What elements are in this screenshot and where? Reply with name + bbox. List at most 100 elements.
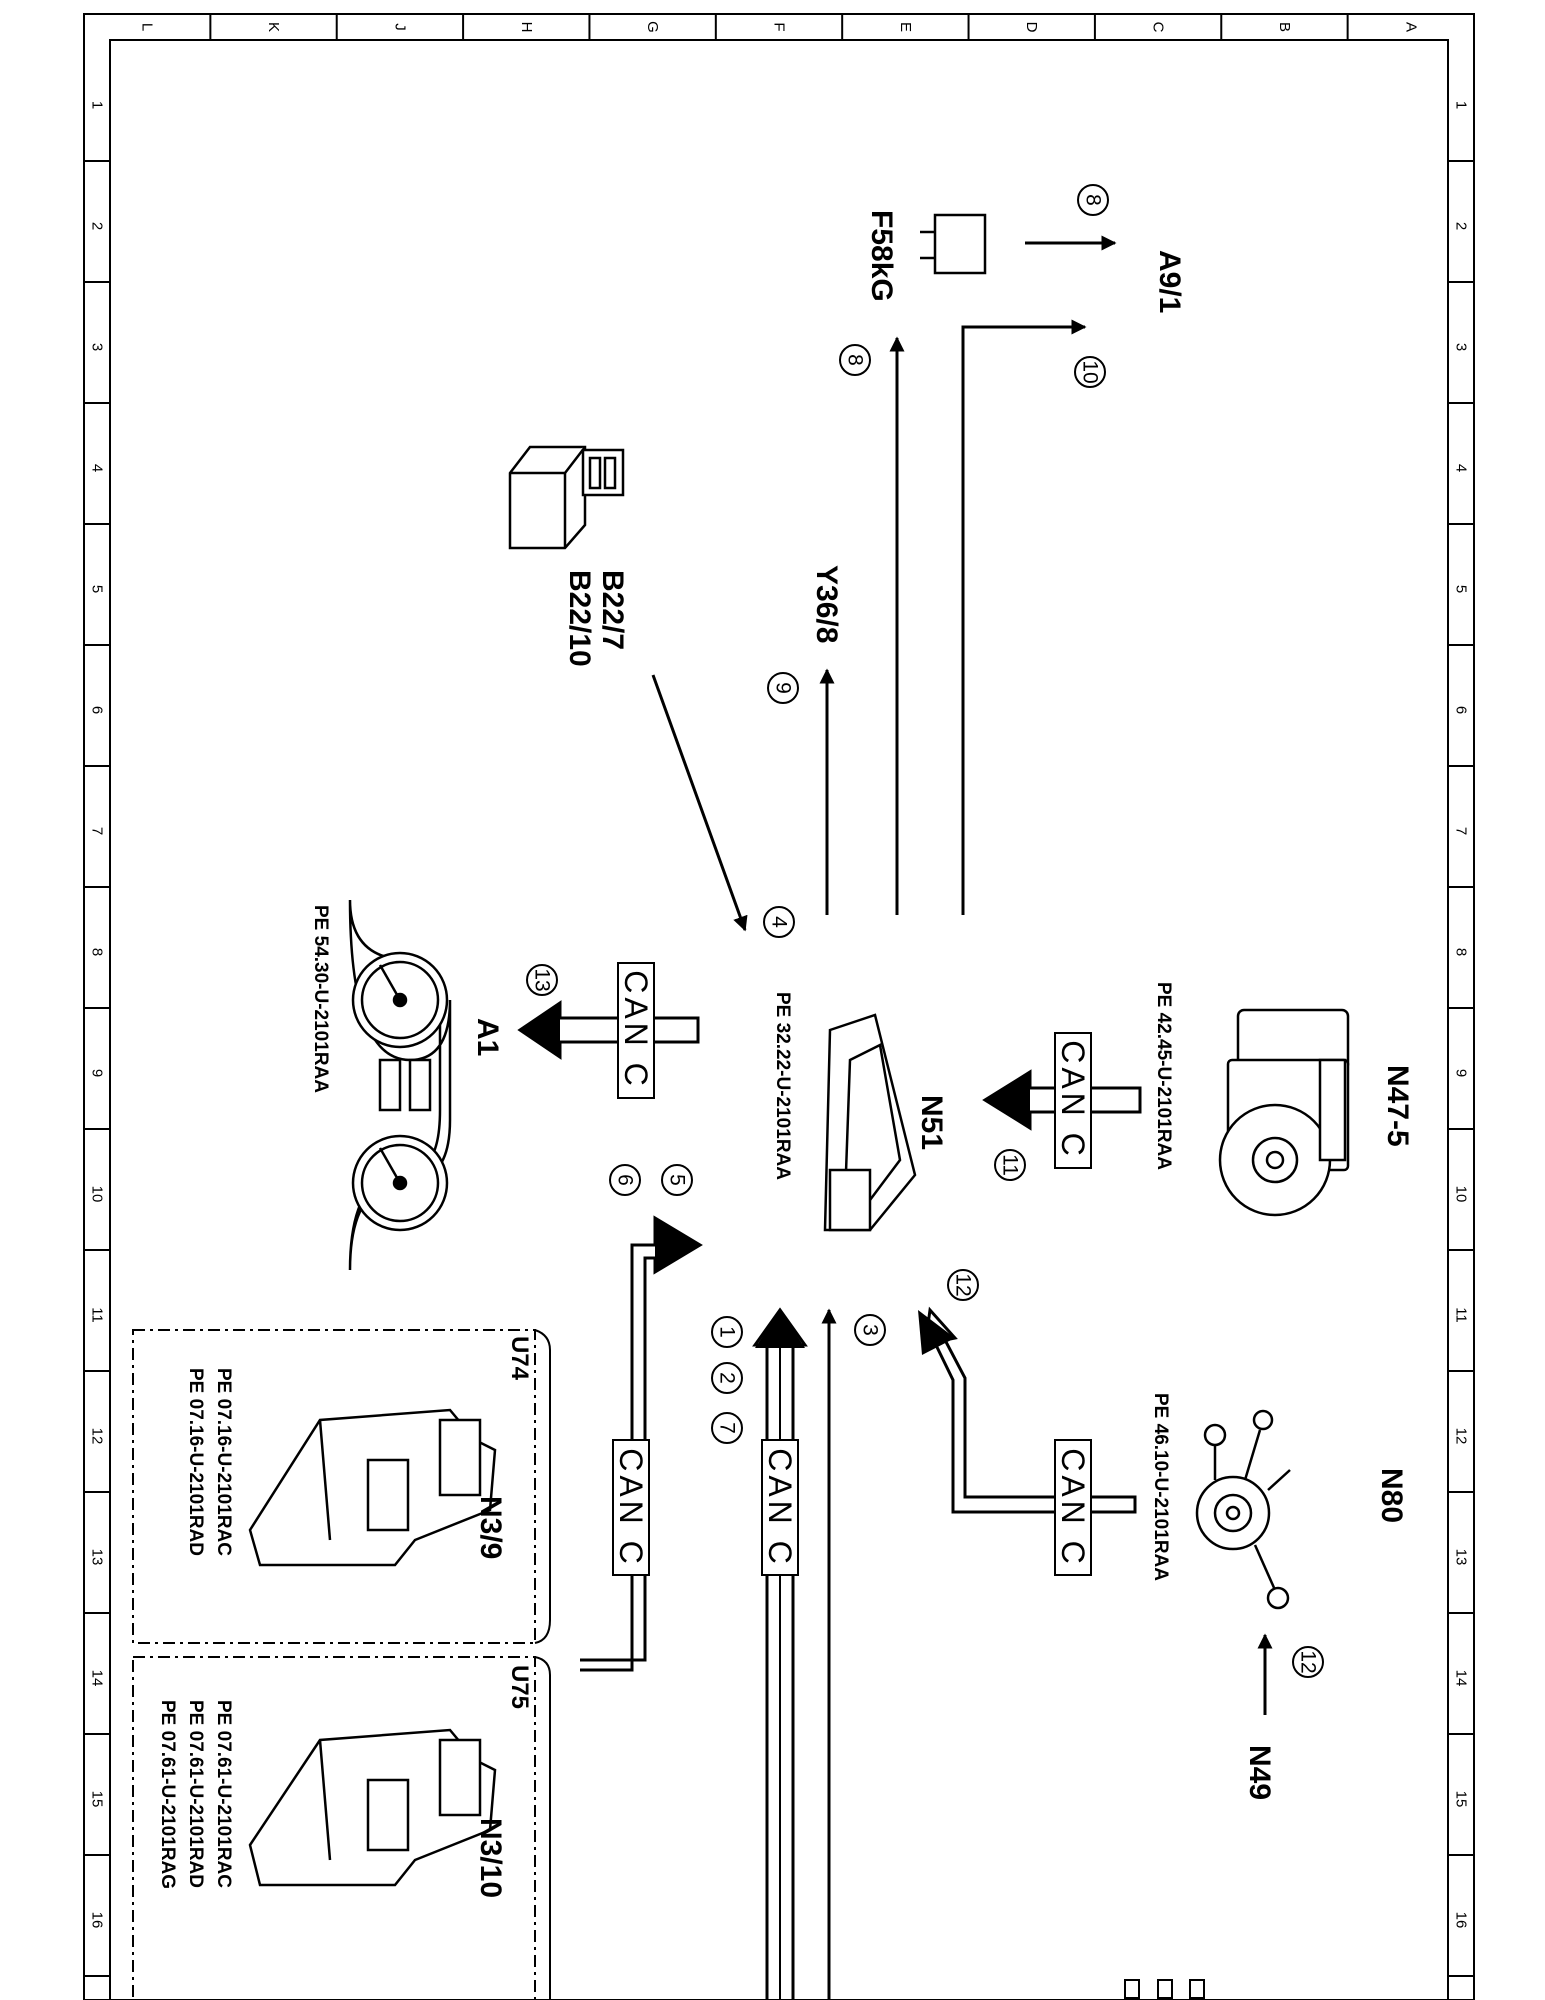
grid-row-label: 4 (89, 464, 106, 472)
a9-1-label: A9/1 (1153, 250, 1186, 313)
svg-text:6: 6 (614, 1174, 637, 1186)
arrow-signal-12-head (918, 1310, 955, 1355)
svg-text:CAN C: CAN C (762, 1448, 798, 1568)
signal-badge-12a: 12 (947, 1269, 979, 1301)
n47-5-label: N47-5 (1381, 1065, 1414, 1147)
signal-badge-7: 7 (711, 1412, 743, 1444)
u74-group (132, 1329, 551, 1644)
grid-row-label: 10 (1453, 1186, 1470, 1203)
can-c-box-13: CAN C (617, 962, 655, 1099)
grid-row-label: 15 (1453, 1791, 1470, 1808)
grid-row-label: 3 (1453, 343, 1470, 351)
grid-column-label: H (518, 22, 535, 33)
svg-text:8: 8 (1082, 194, 1105, 206)
grid-row-label: 4 (1453, 464, 1470, 472)
can-c-box-12: CAN C (1054, 1439, 1092, 1576)
can-c-box-1-2-7: CAN C (761, 1439, 799, 1576)
engine-ecu-icon-n3-9 (248, 1408, 497, 1567)
n3-9-pe-ref-b: PE 07.16-U-2101RAD (185, 1368, 206, 1556)
grid-lines (84, 14, 1474, 1977)
grid-row-label: 6 (1453, 706, 1470, 714)
grid-column-label: D (1023, 22, 1040, 33)
grid-row-label: 12 (1453, 1428, 1470, 1445)
steering-column-module-icon (1195, 1409, 1291, 1610)
grid-column-label: E (897, 22, 914, 32)
grid-column-label: B (1276, 22, 1293, 32)
arrow-signal-4-from-b22 (651, 674, 748, 932)
arrow-signal-5-6-head (655, 1218, 700, 1272)
svg-text:7: 7 (716, 1422, 739, 1434)
signal-badge-12b: 12 (1292, 1646, 1324, 1678)
engine-ecu-icon-n3-10 (248, 1728, 497, 1887)
n3-9-pe-ref-a: PE 07.16-U-2101RAC (213, 1368, 234, 1556)
n80-pe-ref: PE 46.10-U-2101RAA (1150, 1393, 1171, 1581)
grid-row-label: 6 (89, 706, 106, 714)
grid-row-label: 5 (89, 585, 106, 593)
can-c-box-5-6: CAN C (612, 1439, 650, 1576)
signal-badge-13: 13 (526, 964, 558, 996)
svg-text:12: 12 (952, 1273, 975, 1296)
grid-row-label: 10 (89, 1186, 106, 1203)
fuse-icon (920, 213, 987, 275)
u75-label: U75 (506, 1665, 533, 1709)
grid-row-label: 15 (89, 1791, 106, 1808)
y36-8-label: Y36/8 (810, 565, 843, 643)
grid-row-label: 16 (1453, 1912, 1470, 1929)
n80-label: N80 (1375, 1468, 1408, 1523)
signal-badge-8a: 8 (1077, 184, 1109, 216)
line-signal-10 (961, 319, 1087, 915)
can-c-box-11: CAN C (1054, 1032, 1092, 1169)
grid-row-label: 13 (1453, 1549, 1470, 1566)
grid-column-label: L (139, 23, 156, 31)
grid-column-label: K (265, 22, 282, 32)
svg-text:9: 9 (772, 682, 795, 694)
b22-7-label: B22/7 (596, 570, 629, 650)
svg-text:11: 11 (999, 1154, 1022, 1176)
grid-column-label: C (1150, 22, 1167, 33)
grid-column-label: F (771, 22, 788, 31)
grid-row-label: 3 (89, 343, 106, 351)
signal-badge-4: 4 (763, 906, 795, 938)
u74-label: U74 (506, 1336, 533, 1381)
grid-row-label: 8 (89, 948, 106, 956)
svg-text:10: 10 (1079, 360, 1102, 383)
grid-row-label: 9 (89, 1069, 106, 1077)
svg-text:4: 4 (768, 916, 791, 928)
line-signal-12 (923, 1306, 1137, 1514)
n49-label: N49 (1243, 1745, 1276, 1800)
svg-text:CAN C: CAN C (1055, 1448, 1091, 1568)
u75-group (132, 1656, 551, 2000)
signal-badge-6: 6 (609, 1164, 641, 1196)
signal-badge-3: 3 (854, 1314, 886, 1346)
arrow-signal-11-head (985, 1072, 1030, 1128)
grid-row-label: 16 (89, 1912, 106, 1929)
reference-hand-icons (1124, 1979, 1205, 1999)
svg-text:12: 12 (1297, 1650, 1320, 1673)
grid-row-label: 13 (89, 1549, 106, 1566)
grid-row-label: 2 (1453, 222, 1470, 230)
svg-text:2: 2 (716, 1372, 739, 1384)
ecu-icon (823, 1013, 917, 1232)
sensor-icon (508, 445, 625, 550)
n3-9-label: N3/9 (474, 1496, 507, 1559)
instrument-cluster-icon (348, 899, 452, 1271)
grid-row-label: 7 (1453, 827, 1470, 835)
signal-badge-5: 5 (661, 1164, 693, 1196)
n47-5-pe-ref: PE 42.45-U-2101RAA (1153, 982, 1174, 1170)
arrow-signal-1-2-7-head (755, 1310, 805, 1348)
svg-text:8: 8 (844, 354, 867, 366)
grid-row-label: 14 (89, 1670, 106, 1687)
grid-column-label: G (644, 21, 661, 33)
signal-badge-1: 1 (711, 1316, 743, 1348)
grid-row-label: 9 (1453, 1069, 1470, 1077)
n51-label: N51 (915, 1095, 948, 1150)
grid-column-label: A (1402, 22, 1419, 32)
svg-text:CAN C: CAN C (1055, 1040, 1091, 1160)
grid-row-label: 5 (1453, 585, 1470, 593)
svg-text:CAN C: CAN C (613, 1448, 649, 1568)
svg-text:CAN C: CAN C (618, 970, 654, 1090)
signal-badge-2: 2 (711, 1362, 743, 1394)
signal-badge-10: 10 (1074, 356, 1106, 388)
n3-10-label: N3/10 (474, 1818, 507, 1898)
